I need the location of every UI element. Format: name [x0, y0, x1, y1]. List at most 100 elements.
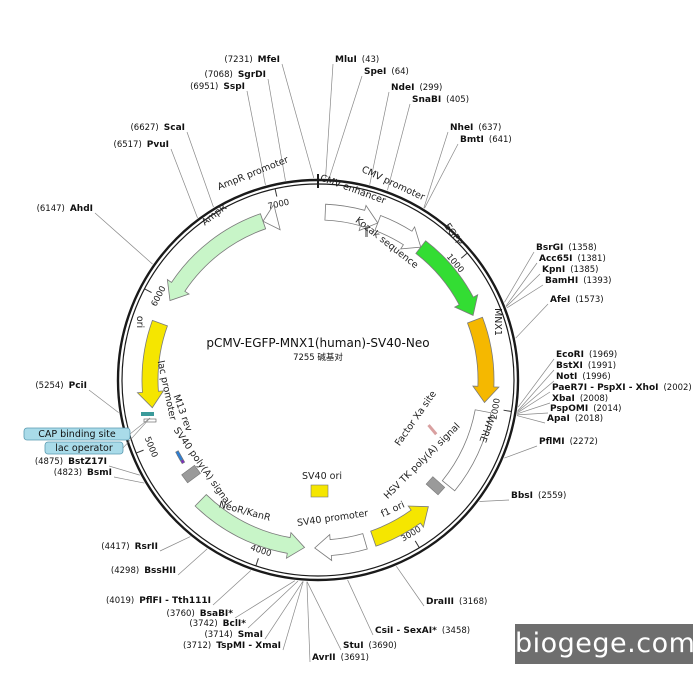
site-leader-line: [267, 78, 286, 181]
site-label: SgrDI(7068): [205, 70, 266, 80]
site-name: NdeI: [391, 83, 414, 93]
site-label: BamHI(1393): [545, 276, 611, 286]
site-name: ApaI: [547, 414, 570, 424]
feature-ampr-promoter: [262, 203, 281, 231]
tick-label: 2000: [489, 398, 502, 421]
site-position: (1358): [568, 243, 596, 253]
feature-wpre: [441, 409, 492, 492]
site-leader-line: [423, 131, 449, 209]
site-name: XbaI: [552, 394, 575, 404]
watermark: biogege.com: [515, 624, 695, 664]
feature-sv40-promoter: [314, 533, 368, 562]
tick-label: 6000: [150, 285, 169, 309]
site-position: (1381): [578, 254, 606, 264]
site-name: RsrII: [135, 542, 158, 552]
site-leader-line: [177, 548, 208, 576]
site-leader-line: [504, 251, 535, 303]
kozak-mark: [365, 226, 368, 237]
site-name: BsrGI: [536, 243, 563, 253]
site-position: (4298): [111, 566, 139, 576]
site-label: SnaBI(405): [412, 95, 469, 105]
site-name: BssHII: [144, 566, 176, 576]
factor-xa-mark: [427, 424, 438, 436]
site-leader-line: [325, 63, 334, 179]
site-label: SspI(6951): [190, 82, 245, 92]
site-position: (3742): [189, 619, 217, 629]
site-position: (2008): [580, 394, 608, 404]
plasmid-size: 7255 碱基对: [293, 352, 343, 363]
label-sv40-ori: SV40 ori: [302, 471, 342, 482]
site-position: (4417): [101, 542, 129, 552]
site-position: (6951): [190, 82, 218, 92]
site-position: (7068): [205, 70, 233, 80]
site-name: ScaI: [164, 123, 185, 133]
site-label: SpeI(64): [364, 67, 409, 77]
site-leader-line: [212, 570, 252, 606]
site-leader-line: [517, 369, 555, 412]
site-name: CsiI - SexAI*: [375, 626, 437, 636]
site-position: (3690): [369, 641, 397, 651]
site-label: PaeR7I - PspXI - XhoI (2002): [552, 383, 692, 393]
site-position: (6517): [114, 140, 142, 150]
site-leader-line: [306, 581, 311, 663]
site-leader-line: [424, 143, 459, 209]
site-leader-line: [246, 90, 266, 186]
label-ampr-promoter: AmpR promoter: [216, 154, 290, 193]
site-position: (3168): [459, 597, 487, 607]
site-leader-line: [159, 536, 191, 552]
label-egfp: EGFP: [441, 221, 464, 248]
site-position: (1969): [589, 350, 617, 360]
site-label: MluI(43): [335, 55, 379, 65]
site-leader-line: [517, 380, 555, 413]
site-leader-line: [88, 389, 119, 413]
site-leader-line: [281, 63, 315, 179]
site-name: StuI: [343, 641, 364, 651]
label-ori: ori: [134, 316, 145, 328]
site-label: BstZ17I(4875): [35, 457, 107, 467]
site-label: BsaBI*(3760): [167, 609, 234, 619]
restriction-sites: MfeI(7231)MluI(43)SpeI(64)NdeI(299)SnaBI…: [35, 55, 692, 663]
site-label: BbsI(2559): [511, 491, 566, 501]
site-name: PaeR7I - PspXI - XhoI: [552, 383, 658, 393]
site-label: PflMI(2272): [539, 437, 598, 447]
site-position: (6147): [37, 204, 65, 214]
site-name: SnaBI: [412, 95, 441, 105]
site-position: (3712): [183, 641, 211, 651]
site-label: MfeI(7231): [224, 55, 280, 65]
label-sv40-polya: SV40 poly(A) signal: [171, 425, 233, 507]
backbone: [116, 174, 520, 582]
tag-leader-line: [129, 417, 151, 435]
site-leader-line: [517, 358, 555, 408]
feature-cmv-promoter: [374, 214, 422, 250]
label-sv40-promoter: SV40 promoter: [296, 508, 369, 529]
site-position: (1385): [570, 265, 598, 275]
lac-promoter-mark: [143, 418, 157, 423]
site-leader-line: [506, 284, 544, 309]
tick-label: 5000: [142, 435, 159, 459]
m13-rev-mark: [141, 412, 154, 416]
site-leader-line: [505, 262, 538, 307]
site-leader-line: [347, 579, 374, 636]
site-leader-line: [94, 212, 153, 265]
site-name: NotI: [556, 372, 577, 382]
tick-mark: [414, 540, 420, 549]
site-label: PvuI(6517): [114, 140, 169, 150]
site-leader-line: [369, 91, 390, 185]
site-name: TspMI - XmaI: [216, 641, 281, 651]
sv40-ori-box: [310, 484, 329, 498]
site-name: SmaI: [238, 630, 263, 640]
site-position: (4019): [106, 596, 134, 606]
features: [136, 203, 500, 562]
label-hsv-tk-polya: HSV TK poly(A) signal: [382, 421, 463, 502]
site-position: (2002): [663, 383, 691, 393]
site-leader-line: [504, 445, 538, 459]
site-label: ApaI (2018): [547, 414, 603, 424]
site-label: RsrII (4417): [101, 542, 158, 552]
site-name: KpnI: [542, 265, 565, 275]
site-position: (6627): [130, 123, 158, 133]
site-leader-line: [282, 581, 304, 651]
site-name: BsmI: [87, 468, 112, 478]
site-position: (2018): [575, 414, 603, 424]
site-label: PspOMI(2014): [550, 404, 621, 414]
